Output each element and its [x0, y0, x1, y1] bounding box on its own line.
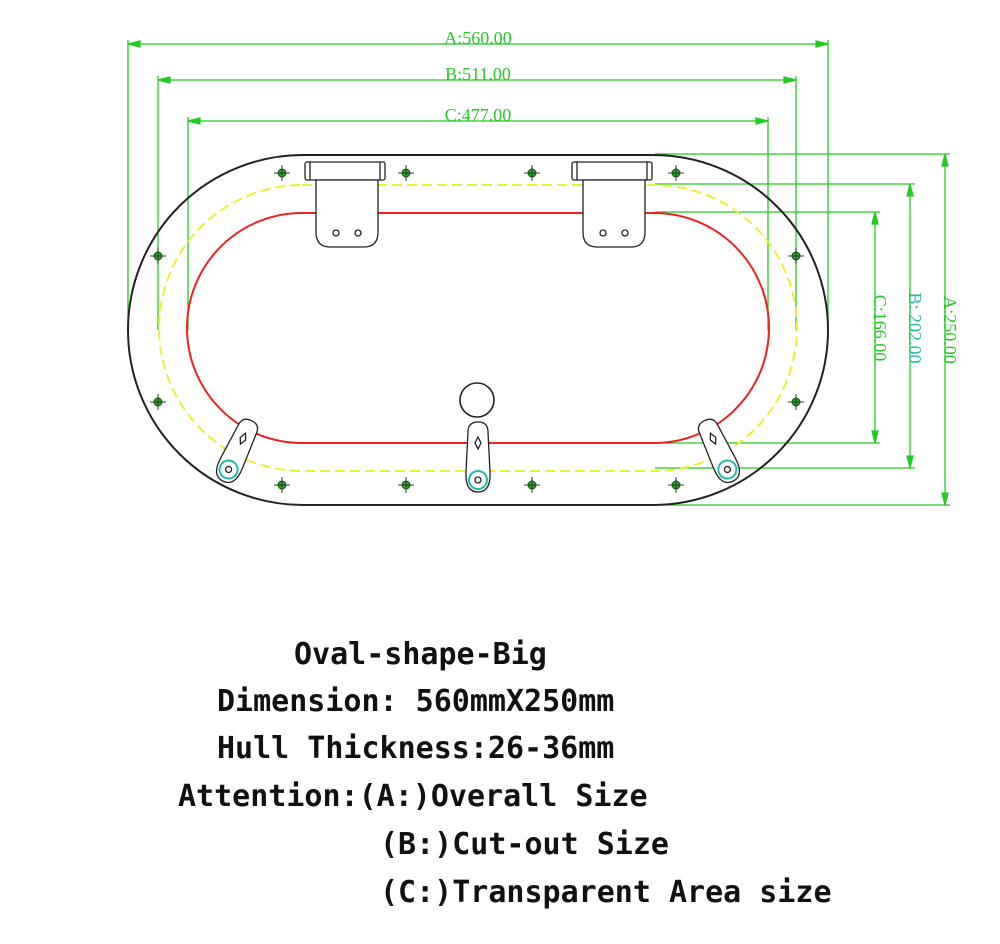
hinge-left — [304, 161, 386, 248]
dog-clamp-centre — [465, 421, 491, 493]
bolt-hole — [788, 248, 804, 264]
bolt-hole — [524, 165, 540, 181]
porthole-transparent-area — [186, 212, 770, 444]
dimension-b-height-label: B: 202.00 — [905, 292, 925, 363]
bolt-hole — [398, 165, 414, 181]
dimension-c-width — [187, 117, 769, 330]
dimension-c-width-label: C:477.00 — [445, 105, 512, 125]
porthole-technical-drawing: A:560.00 B:511.00 C:477.00 A:250.00 B: 2… — [127, 28, 960, 506]
caption-dimension: Dimension: 560mmX250mm — [217, 684, 615, 719]
dimension-b-width — [157, 76, 797, 330]
dog-clamp-right — [697, 418, 741, 484]
dimension-c-height-label: C:166.00 — [870, 295, 890, 362]
dog-clamp-left — [215, 418, 259, 484]
caption-attention-transparent: (C:)Transparent Area size — [380, 875, 832, 910]
bolt-hole — [150, 394, 166, 410]
bolt-hole — [274, 165, 290, 181]
bolt-holes — [150, 165, 804, 493]
caption-attention-cutout: (B:)Cut-out Size — [380, 827, 669, 862]
bolt-hole — [668, 165, 684, 181]
caption-hull-thickness: Hull Thickness:26-36mm — [217, 731, 615, 766]
dimension-c-height — [655, 211, 880, 444]
caption-title: Oval-shape-Big — [294, 637, 547, 672]
bolt-hole — [398, 477, 414, 493]
dimension-a-width-label: A:560.00 — [444, 28, 512, 48]
hinge-right — [571, 161, 653, 248]
bolt-hole — [150, 248, 166, 264]
dimension-a-height — [655, 153, 950, 506]
centre-knob — [459, 382, 495, 418]
bolt-hole — [524, 477, 540, 493]
caption-attention-overall: Attention:(A:)Overall Size — [178, 779, 648, 814]
dimension-a-height-label: A:250.00 — [940, 296, 960, 364]
bolt-hole — [668, 477, 684, 493]
porthole-cutout-line — [158, 184, 798, 472]
bolt-hole — [274, 477, 290, 493]
dimension-a-width — [127, 40, 829, 330]
porthole-outer-outline — [127, 154, 829, 506]
dimension-b-width-label: B:511.00 — [445, 64, 511, 84]
dimension-b-height — [655, 183, 915, 469]
bolt-hole — [788, 394, 804, 410]
